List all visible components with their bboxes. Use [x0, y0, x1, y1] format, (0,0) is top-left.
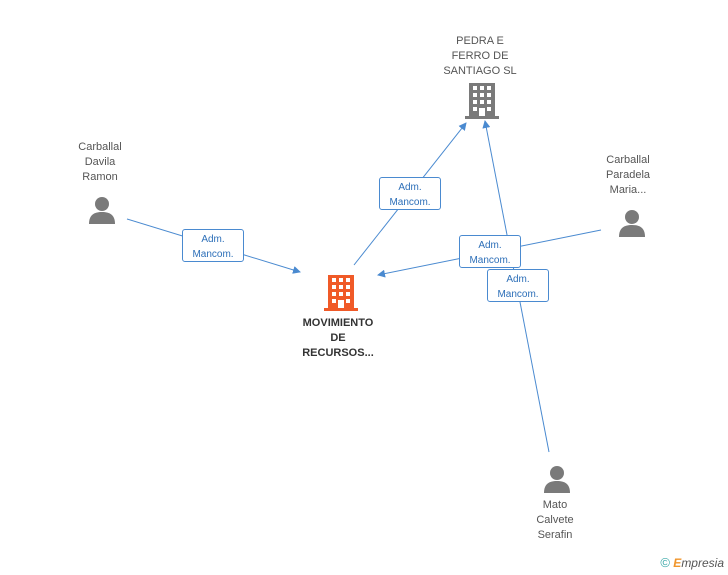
- node-label-pedra[interactable]: PEDRA E FERRO DE SANTIAGO SL: [420, 34, 540, 79]
- edge-label-line: Adm.: [201, 234, 225, 245]
- node-label-line: Paradela: [605, 169, 651, 181]
- node-label-mato[interactable]: Mato Calvete Serafin: [505, 498, 605, 543]
- edge-label-movimiento-pedra[interactable]: Adm. Mancom.: [379, 177, 441, 210]
- node-label-line: Calvete: [536, 514, 574, 526]
- person-icon[interactable]: [542, 464, 572, 494]
- person-icon[interactable]: [87, 195, 117, 225]
- copyright-icon: ©: [660, 555, 670, 570]
- edge-label-carballal-paradela[interactable]: Adm. Mancom.: [459, 235, 521, 268]
- edge-label-line: Mancom.: [497, 289, 539, 300]
- node-label-line: Serafin: [537, 529, 573, 541]
- edge-label-line: Adm.: [398, 182, 422, 193]
- empresia-logo[interactable]: © Empresia: [660, 555, 724, 570]
- edge-label-mato[interactable]: Adm. Mancom.: [487, 269, 549, 302]
- edge-label-line: Mancom.: [192, 249, 234, 260]
- node-label-carballal-davila[interactable]: Carballal Davila Ramon: [50, 140, 150, 185]
- node-label-line: DE: [330, 332, 346, 344]
- node-label-line: Carballal: [606, 154, 650, 166]
- node-label-line: Maria...: [609, 184, 647, 196]
- node-label-line: RECURSOS...: [302, 347, 374, 359]
- edge-label-carballal-davila[interactable]: Adm. Mancom.: [182, 229, 244, 262]
- node-label-line: Carballal: [78, 141, 122, 153]
- node-label-line: Mato: [542, 499, 568, 511]
- building-icon[interactable]: [324, 275, 358, 311]
- node-label-movimiento[interactable]: MOVIMIENTO DE RECURSOS...: [278, 316, 398, 361]
- brand-name: Empresia: [673, 556, 724, 570]
- person-icon[interactable]: [617, 208, 647, 238]
- node-label-carballal-paradela[interactable]: Carballal Paradela Maria...: [578, 153, 678, 198]
- node-label-line: Ramon: [82, 171, 118, 183]
- building-icon[interactable]: [465, 83, 499, 119]
- node-label-line: FERRO DE: [451, 50, 509, 62]
- edge-label-line: Mancom.: [389, 197, 431, 208]
- node-label-line: SANTIAGO SL: [443, 65, 517, 77]
- node-label-line: Davila: [84, 156, 116, 168]
- node-label-line: PEDRA E: [456, 35, 504, 47]
- edge-label-line: Adm.: [478, 240, 502, 251]
- edge-label-line: Mancom.: [469, 255, 511, 266]
- edge-label-line: Adm.: [506, 274, 530, 285]
- node-label-line: MOVIMIENTO: [302, 317, 374, 329]
